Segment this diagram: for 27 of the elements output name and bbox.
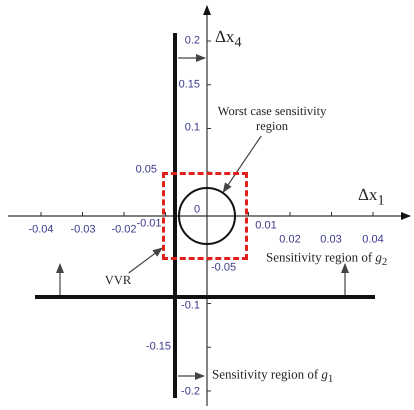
- tick-label: 0.04: [362, 234, 384, 246]
- leader-line: [128, 248, 163, 274]
- axis-label: Δx$_{4}$: [215, 28, 242, 50]
- tick-label: -0.01: [136, 218, 162, 230]
- callout-text: Worst case sensitivity region: [214, 104, 330, 136]
- tick-label: -0.1: [181, 300, 200, 312]
- tick-label: 0.01: [255, 220, 277, 232]
- tick-label: 0.05: [136, 164, 157, 176]
- tick-label: -0.05: [211, 262, 236, 274]
- tick-label: 0.2: [184, 36, 200, 46]
- tick-label: -0.02: [111, 224, 137, 236]
- tick-label: 0: [194, 204, 200, 216]
- tick-label: -0.04: [28, 224, 54, 236]
- dashed-square-region: [162, 172, 248, 260]
- region-label: Sensitivity region of g$_{2}$: [266, 250, 388, 268]
- tick-label: 0.03: [320, 234, 342, 246]
- axis-label: Δx$_{1}$: [358, 186, 385, 208]
- callout-text: VVR: [102, 273, 134, 289]
- tick-label: 0.15: [178, 80, 200, 90]
- circle-region: [178, 187, 236, 245]
- tick-label: 0.1: [184, 122, 200, 134]
- tick-label: 0.02: [279, 234, 301, 246]
- tick-label: -0.2: [181, 386, 200, 398]
- region-label: Sensitivity region of g$_{1}$: [212, 367, 334, 385]
- tick-label: -0.15: [146, 342, 171, 352]
- leader-line: [222, 136, 262, 193]
- tick-label: -0.03: [70, 224, 96, 236]
